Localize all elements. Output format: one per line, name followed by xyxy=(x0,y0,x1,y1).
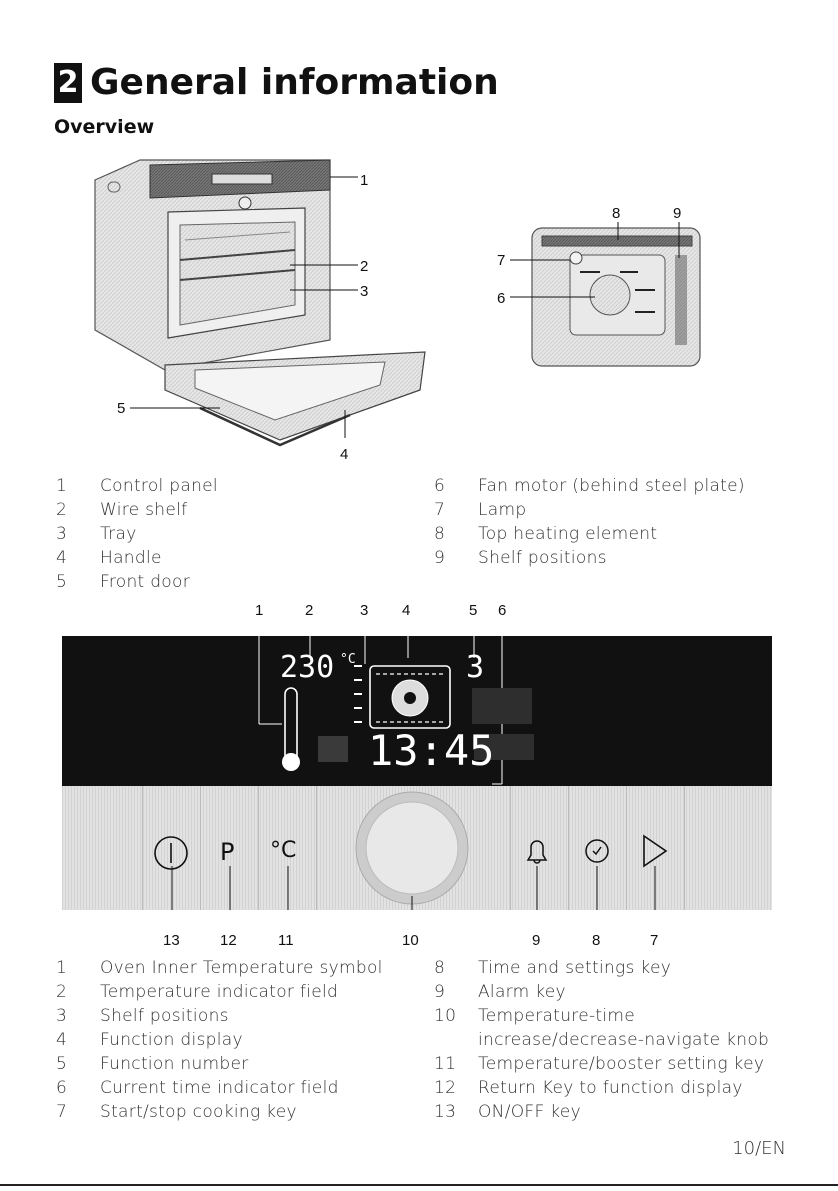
play-icon[interactable] xyxy=(640,832,670,870)
time-display: 13:45 xyxy=(368,726,495,775)
callout-2: 2 xyxy=(360,258,369,275)
display-graphics xyxy=(258,636,534,785)
temperature-display: 230 xyxy=(280,650,335,685)
page-number: 10/EN xyxy=(732,1138,786,1159)
page-bottom-rule xyxy=(0,1184,838,1186)
panel-callout-10: 10 xyxy=(402,932,419,949)
panel-callout-3: 3 xyxy=(360,602,369,619)
callout-1: 1 xyxy=(360,172,369,189)
callout-3: 3 xyxy=(360,283,369,300)
panel-callout-13: 13 xyxy=(163,932,180,949)
function-number-display: 3 xyxy=(466,650,485,685)
oven-interior-illustration xyxy=(510,222,701,367)
power-icon[interactable] xyxy=(152,834,190,872)
panel-callout-2: 2 xyxy=(305,602,314,619)
panel-callout-7: 7 xyxy=(650,932,659,949)
panel-callout-12: 12 xyxy=(220,932,237,949)
bell-icon[interactable] xyxy=(520,834,554,868)
panel-callout-8: 8 xyxy=(592,932,601,949)
callout-9: 9 xyxy=(673,205,682,222)
legend-item: increase/decrease-navigate knob xyxy=(478,1030,770,1050)
chapter-number-badge: 2 xyxy=(54,62,82,103)
oven-overview-illustration xyxy=(94,159,426,447)
temperature-key[interactable]: °C xyxy=(270,838,297,863)
callout-7: 7 xyxy=(497,252,506,269)
callout-8: 8 xyxy=(612,205,621,222)
keys-graphics xyxy=(171,791,656,910)
callout-6: 6 xyxy=(497,290,506,307)
page-title: General information xyxy=(90,62,499,103)
panel-callout-11: 11 xyxy=(278,932,294,949)
page-header: 2 General information xyxy=(54,62,499,103)
panel-callout-4: 4 xyxy=(402,602,411,619)
temperature-unit-display: °C xyxy=(340,652,356,667)
callout-4: 4 xyxy=(340,446,349,463)
panel-callout-1: 1 xyxy=(255,602,264,619)
panel-callout-6: 6 xyxy=(498,602,507,619)
panel-callout-9: 9 xyxy=(532,932,541,949)
panel-callout-5: 5 xyxy=(469,602,478,619)
clock-icon[interactable] xyxy=(582,836,612,866)
section-title: Overview xyxy=(54,116,155,138)
callout-5: 5 xyxy=(117,400,126,417)
program-return-key[interactable]: P xyxy=(220,838,235,866)
